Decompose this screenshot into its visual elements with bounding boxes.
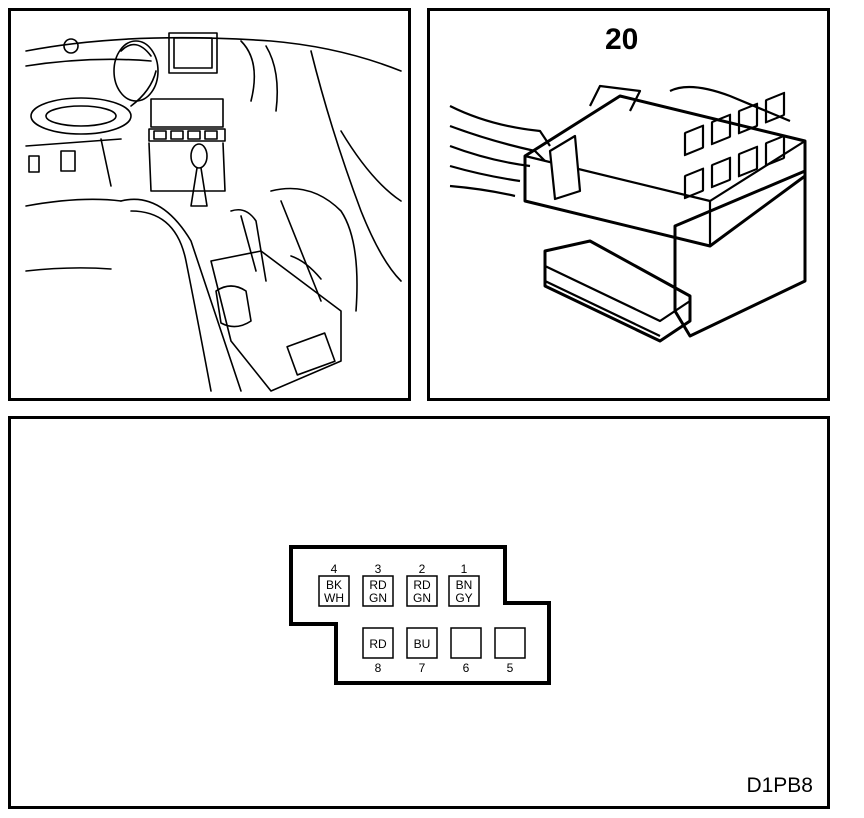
pin-cavity-1: [448, 575, 480, 607]
pin-3-wire-color-2: GN: [369, 591, 387, 605]
connector-outline: [289, 545, 551, 685]
pin-7-wire-color: BU: [414, 637, 431, 651]
pin-number-7: 7: [419, 661, 426, 675]
connector-number: 20: [605, 23, 639, 56]
pin-number-1: 1: [461, 562, 468, 576]
pin-cavity-8: [362, 627, 394, 659]
pin-number-2: 2: [419, 562, 426, 576]
pin-number-6: 6: [463, 661, 470, 675]
pin-2-wire-color-1: RD: [413, 578, 431, 592]
pin-4-wire-color-1: BK: [326, 578, 342, 592]
pin-cavity-3: [362, 575, 394, 607]
pin-cavity-7: [406, 627, 438, 659]
interior-location-illustration: [8, 8, 411, 401]
connector-face-view: 4 BK WH 3 RD GN 2 RD GN 1 BN GY RD 8 BU …: [289, 545, 551, 685]
pin-cavity-6: [450, 627, 482, 659]
pin-cavity-4: [318, 575, 350, 607]
pin-8-wire-color: RD: [369, 637, 387, 651]
pin-cavity-2: [406, 575, 438, 607]
diagram-code: D1PB8: [746, 774, 813, 797]
pin-4-wire-color-2: WH: [324, 591, 344, 605]
pin-1-wire-color-1: BN: [456, 578, 473, 592]
connector-illustration: 20: [427, 8, 830, 401]
car-interior-drawing: [25, 32, 402, 392]
pin-number-5: 5: [507, 661, 514, 675]
pinout-panel: 4 BK WH 3 RD GN 2 RD GN 1 BN GY RD 8 BU …: [8, 416, 830, 809]
pin-3-wire-color-1: RD: [369, 578, 387, 592]
pin-1-wire-color-2: GY: [455, 591, 472, 605]
pin-number-4: 4: [331, 562, 338, 576]
pin-number-8: 8: [375, 661, 382, 675]
pin-2-wire-color-2: GN: [413, 591, 431, 605]
pin-cavity-5: [494, 627, 526, 659]
pin-number-3: 3: [375, 562, 382, 576]
connector-housing-drawing: [449, 84, 807, 343]
